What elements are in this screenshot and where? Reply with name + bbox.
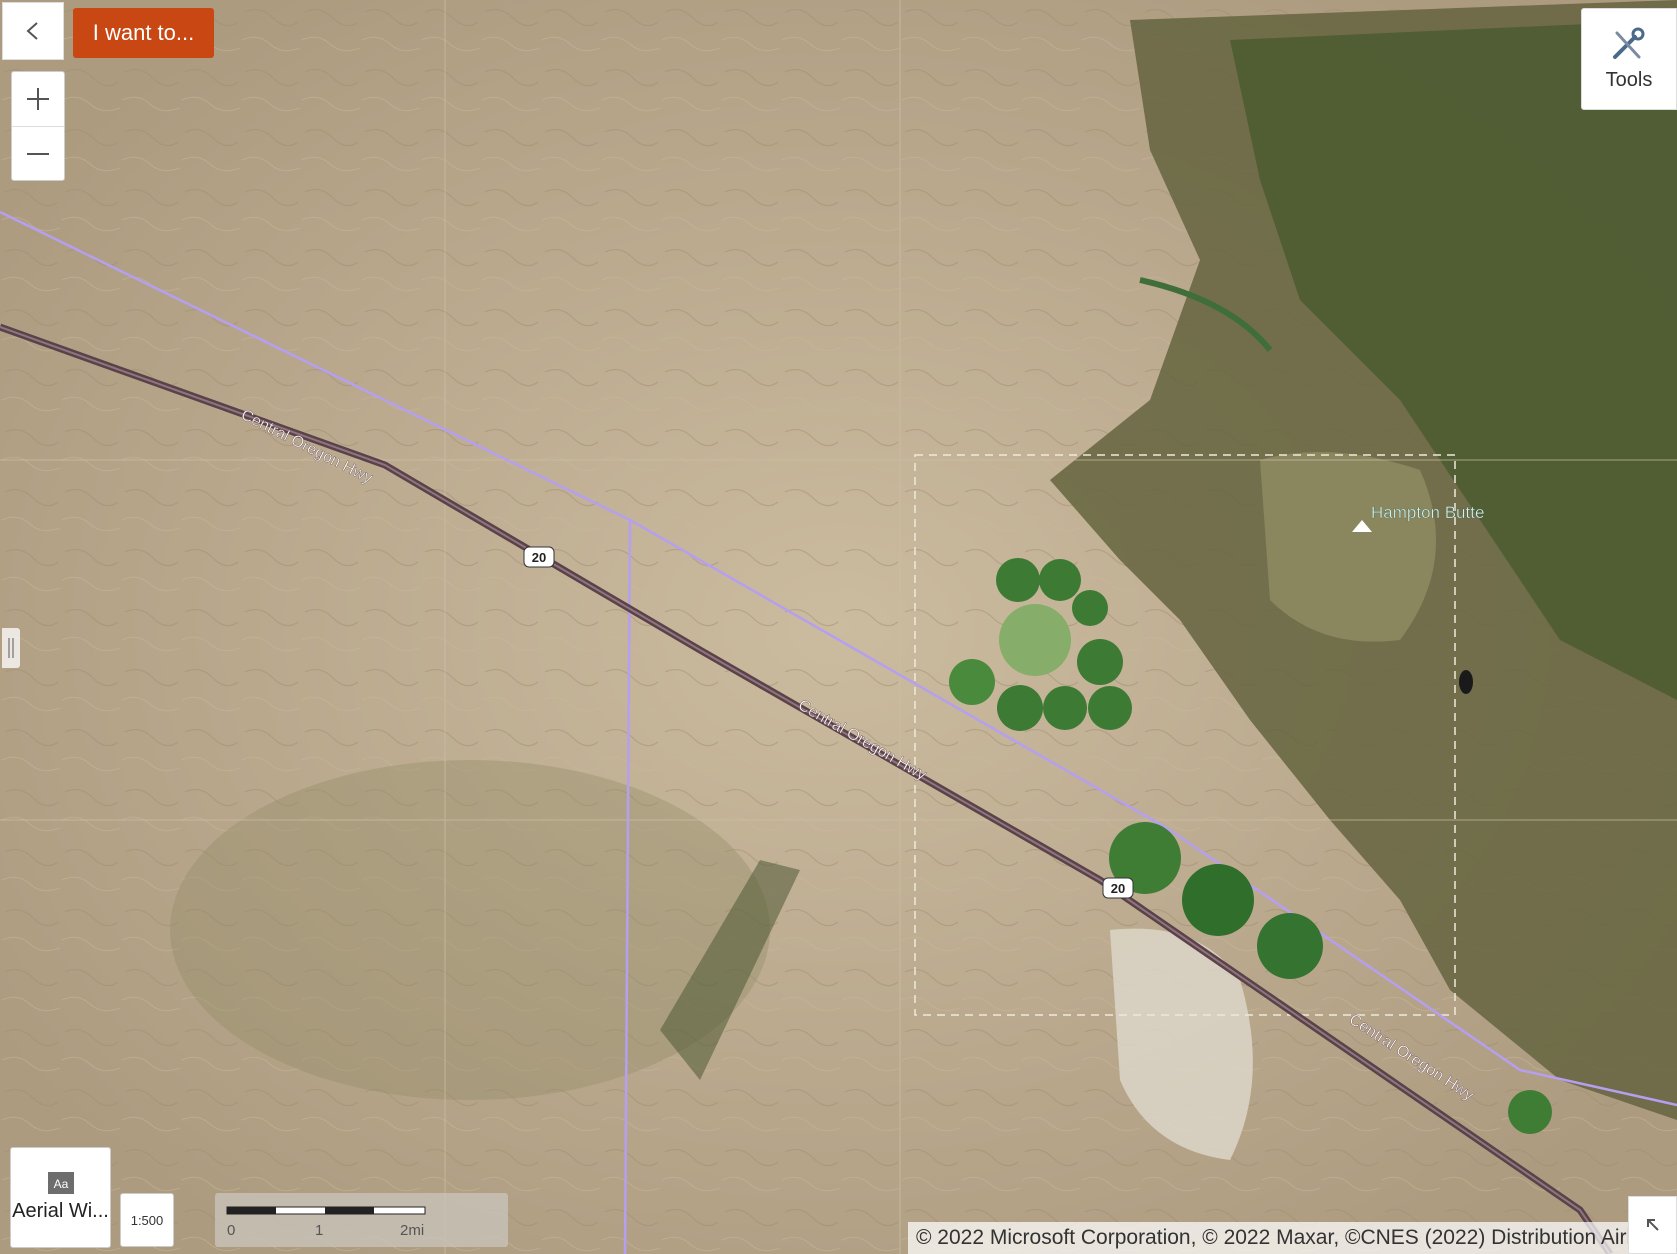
basemap-switcher-button[interactable]: Aa Aerial Wi... <box>10 1147 111 1248</box>
peak-marker-icon <box>1352 520 1372 532</box>
wrench-screwdriver-icon <box>1613 27 1645 59</box>
minus-icon <box>27 153 49 155</box>
map-attribution: © 2022 Microsoft Corporation, © 2022 Max… <box>908 1222 1628 1254</box>
dense-forest <box>1230 20 1677 700</box>
scale-tick: 0 <box>227 1222 235 1239</box>
boundary-dashed <box>914 454 1456 1016</box>
basemap-label: Aerial Wi... <box>12 1200 109 1222</box>
scale-bar: 0 1 2mi <box>215 1193 508 1247</box>
plus-icon <box>27 88 49 110</box>
zoom-in-button[interactable] <box>12 72 64 126</box>
boundary-line-vertical <box>623 519 632 1254</box>
sage-area <box>170 760 770 1100</box>
butte-clearing <box>1260 452 1436 642</box>
boundary-line <box>0 210 1677 1107</box>
ridge-area <box>660 860 800 1080</box>
grip-icon <box>8 638 14 658</box>
route-shield: 20 <box>523 546 555 568</box>
svg-text:20: 20 <box>532 550 546 565</box>
tools-label: Tools <box>1605 68 1653 91</box>
zoom-control <box>11 71 65 181</box>
scale-tick: 2mi <box>400 1222 424 1239</box>
scale-button[interactable]: 1:500 <box>120 1193 174 1247</box>
zoom-out-button[interactable] <box>12 126 64 181</box>
aerial-labels-icon: Aa <box>47 1172 74 1194</box>
scale-button-label: 1:500 <box>130 1212 164 1228</box>
svg-text:20: 20 <box>1111 881 1125 896</box>
arrow-up-left-icon <box>1646 1219 1659 1231</box>
pond <box>1459 670 1473 694</box>
panel-resize-handle[interactable] <box>2 628 20 668</box>
expand-button[interactable] <box>1628 1196 1677 1254</box>
tools-button[interactable]: Tools <box>1581 8 1677 110</box>
route-shield: 20 <box>1102 877 1134 899</box>
light-flats <box>1110 928 1253 1160</box>
back-button[interactable] <box>2 2 64 60</box>
place-label: Hampton Butte <box>1371 503 1484 522</box>
chevron-left-icon <box>26 22 38 40</box>
scale-tick: 1 <box>315 1222 323 1239</box>
irrigation-fields <box>949 558 1552 1134</box>
svg-text:Aa: Aa <box>53 1177 68 1191</box>
creek <box>1139 277 1273 352</box>
i-want-to-button[interactable]: I want to... <box>73 8 214 58</box>
highway-line-inner <box>0 326 1611 1254</box>
